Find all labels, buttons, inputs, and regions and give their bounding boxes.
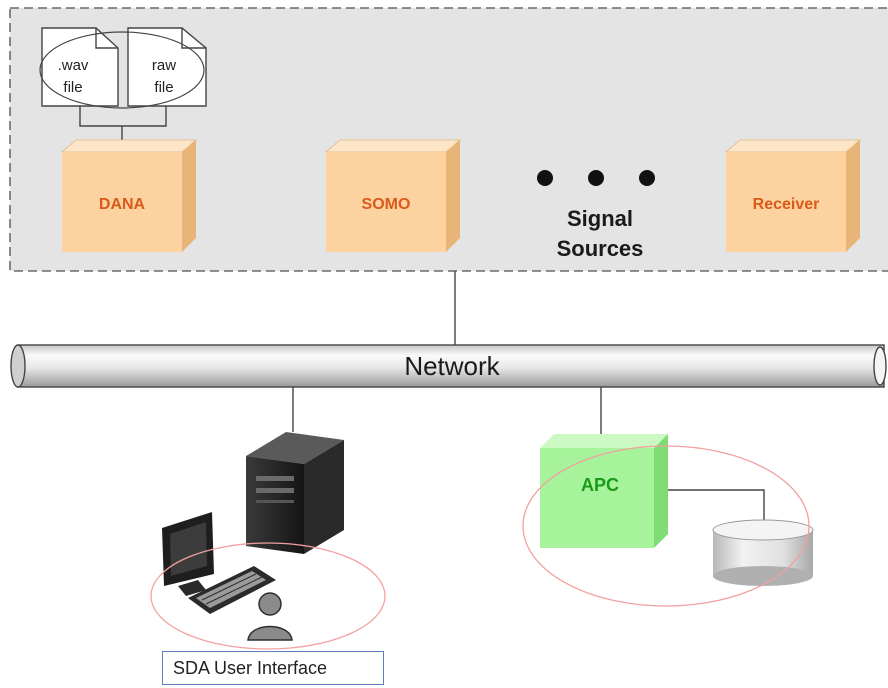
computer-tower-icon <box>246 432 344 554</box>
user-icon <box>247 592 293 641</box>
apc-highlight-ellipse <box>522 445 810 607</box>
raw-file-label-line1: raw <box>152 57 176 74</box>
network-label: Network <box>404 351 500 381</box>
dana-box: DANA <box>60 139 198 252</box>
wav-file-label-line2: file <box>63 79 82 96</box>
keyboard-icon <box>188 566 276 614</box>
signal-sources-label-line2: Sources <box>557 236 644 261</box>
raw-file-document: raw file <box>127 27 207 107</box>
sda-user-interface-caption: SDA User Interface <box>162 651 384 685</box>
raw-file-label-line2: file <box>154 79 173 96</box>
apc-label: APC <box>581 475 619 495</box>
apc-to-storage-line <box>668 489 765 520</box>
dana-label: DANA <box>99 196 146 213</box>
receiver-box: Receiver <box>724 139 862 252</box>
somo-label: SOMO <box>362 196 411 213</box>
signal-sources-label-line1: Signal <box>567 206 633 231</box>
ui-highlight-ellipse <box>150 542 386 650</box>
network-bus: Network <box>10 344 887 388</box>
files-ellipse <box>39 31 205 109</box>
monitor-icon <box>162 512 214 596</box>
apc-box: APC <box>540 434 668 548</box>
wav-file-document: .wav file <box>41 27 119 107</box>
wav-file-label-line1: .wav <box>58 57 89 74</box>
ellipsis-dots <box>537 170 655 186</box>
somo-box: SOMO <box>324 139 462 252</box>
receiver-label: Receiver <box>753 196 820 213</box>
database-icon <box>712 519 814 586</box>
